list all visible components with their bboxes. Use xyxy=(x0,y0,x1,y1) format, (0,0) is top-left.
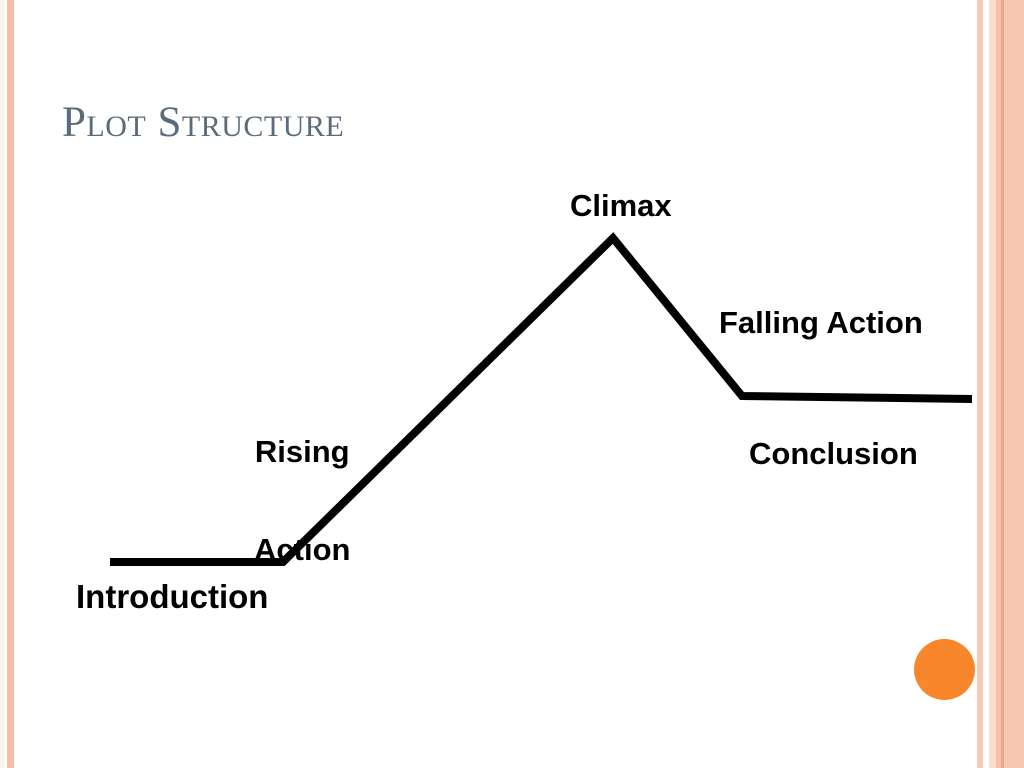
decorative-stripe-right-4 xyxy=(1001,0,1004,768)
label-climax: Climax xyxy=(570,188,672,223)
decorative-stripe-left-pink xyxy=(7,0,14,768)
label-rising-action: Rising Action xyxy=(254,371,350,631)
decorative-stripe-right-2 xyxy=(989,0,996,768)
label-rising-action-line2: Action xyxy=(254,531,351,567)
page-title: Plot Structure xyxy=(62,99,345,146)
decorative-stripe-right-5 xyxy=(1004,0,1024,768)
decorative-stripe-right-1 xyxy=(977,0,983,768)
decorative-stripe-left-cream xyxy=(0,0,5,768)
label-introduction: Introduction xyxy=(76,578,269,615)
accent-circle-icon xyxy=(914,639,975,700)
label-falling-action: Falling Action xyxy=(719,305,923,340)
decorative-stripe-right-3 xyxy=(996,0,1001,768)
label-conclusion: Conclusion xyxy=(749,436,918,471)
plot-structure-polyline xyxy=(110,232,973,566)
label-rising-action-line1: Rising xyxy=(254,434,350,470)
